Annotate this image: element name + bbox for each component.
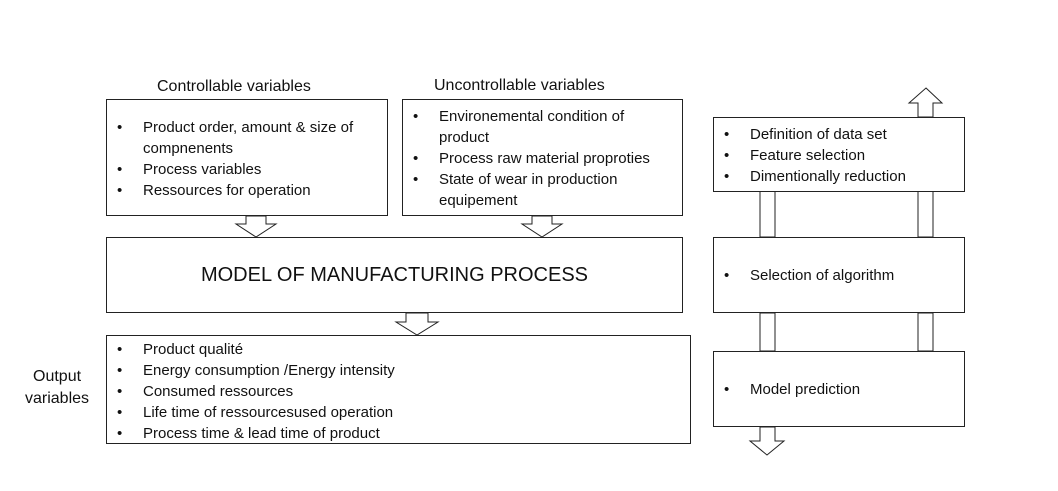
list-item: Feature selection (714, 145, 964, 166)
pipeline-step-dataset: Definition of data set Feature selection… (713, 117, 965, 192)
list-item: Dimentionally reduction (714, 166, 964, 187)
output-list: Product qualité Energy consumption /Ener… (107, 339, 690, 444)
down-arrow-model-output (394, 312, 440, 336)
pipe-right-1 (917, 190, 934, 238)
uncontrollable-box: Environemental condition of product Proc… (402, 99, 683, 216)
list-item: Process raw material proproties (403, 148, 668, 169)
controllable-list: Product order, amount & size of compnene… (107, 117, 387, 201)
uncontrollable-list: Environemental condition of product Proc… (403, 106, 682, 211)
list-item: Ressources for operation (107, 180, 377, 201)
down-arrow-bottom (748, 426, 786, 456)
pipeline-step-algorithm-list: Selection of algorithm (714, 265, 964, 286)
uncontrollable-header: Uncontrollable variables (434, 77, 605, 94)
list-item: Energy consumption /Energy intensity (107, 360, 690, 381)
pipeline-step-algorithm: Selection of algorithm (713, 237, 965, 313)
pipeline-step-prediction-list: Model prediction (714, 379, 964, 400)
output-label: Output variables (25, 366, 89, 410)
pipe-left-2 (759, 312, 776, 352)
list-item: Process time & lead time of product (107, 423, 690, 444)
model-box: MODEL OF MANUFACTURING PROCESS (106, 237, 683, 313)
output-box: Product qualité Energy consumption /Ener… (106, 335, 691, 444)
down-arrow-uncontrollable (520, 215, 564, 238)
list-item: Model prediction (714, 379, 964, 400)
list-item: Consumed ressources (107, 381, 690, 402)
pipeline-step-prediction: Model prediction (713, 351, 965, 427)
controllable-box: Product order, amount & size of compnene… (106, 99, 388, 216)
controllable-header: Controllable variables (157, 78, 311, 95)
list-item: Environemental condition of product (403, 106, 668, 148)
list-item: Definition of data set (714, 124, 964, 145)
output-label-line1: Output (33, 368, 82, 385)
output-label-line2: variables (25, 390, 90, 407)
down-arrow-controllable (234, 215, 278, 238)
list-item: Selection of algorithm (714, 265, 964, 286)
up-arrow-top (907, 87, 944, 118)
model-title: MODEL OF MANUFACTURING PROCESS (200, 263, 589, 286)
list-item: State of wear in production equipement (403, 169, 668, 211)
list-item: Product order, amount & size of compnene… (107, 117, 377, 159)
list-item: Product qualité (107, 339, 690, 360)
pipe-left-1 (759, 190, 776, 238)
pipeline-step-dataset-list: Definition of data set Feature selection… (714, 124, 964, 187)
list-item: Process variables (107, 159, 377, 180)
list-item: Life time of ressourcesused operation (107, 402, 690, 423)
pipe-right-2 (917, 312, 934, 352)
